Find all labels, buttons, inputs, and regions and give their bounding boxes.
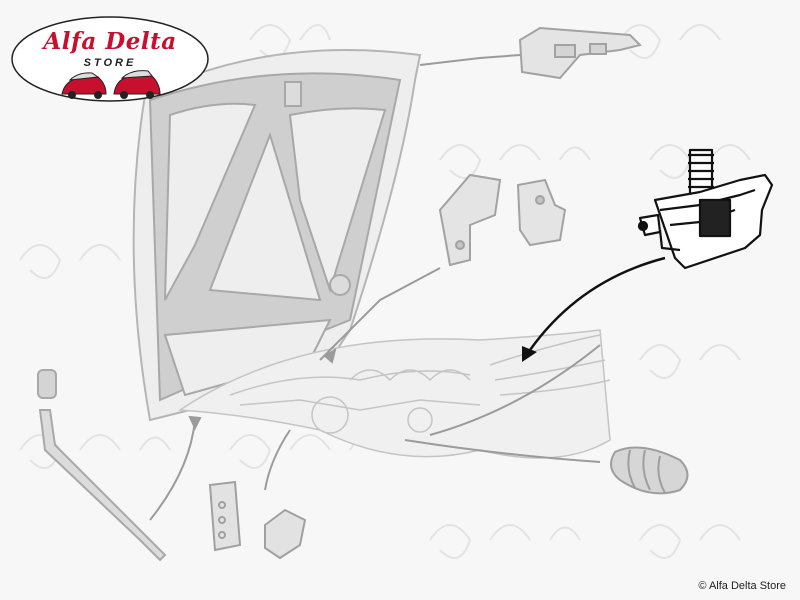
safety-catch-parts: [208, 480, 307, 560]
bonnet-latch-icon: [637, 148, 774, 270]
hinge-bracket-mid: [438, 173, 567, 267]
logo-title: Alfa Delta: [43, 28, 177, 55]
logo-oval-icon: [11, 16, 209, 102]
bonnet-panel: [132, 49, 422, 422]
latch-leader-arrow: [522, 256, 666, 362]
rubber-buffer: [610, 446, 689, 495]
hinge-bracket-top: [518, 26, 642, 80]
bonnet-stay-rod: [37, 369, 167, 562]
engine-bay: [177, 329, 611, 459]
copyright-notice: © Alfa Delta Store: [698, 580, 786, 592]
store-logo[interactable]: Alfa Delta STORE: [10, 14, 210, 106]
leader-lines: [149, 54, 601, 521]
logo-subtitle: STORE: [83, 57, 137, 69]
classic-cars-icon: [61, 70, 161, 99]
